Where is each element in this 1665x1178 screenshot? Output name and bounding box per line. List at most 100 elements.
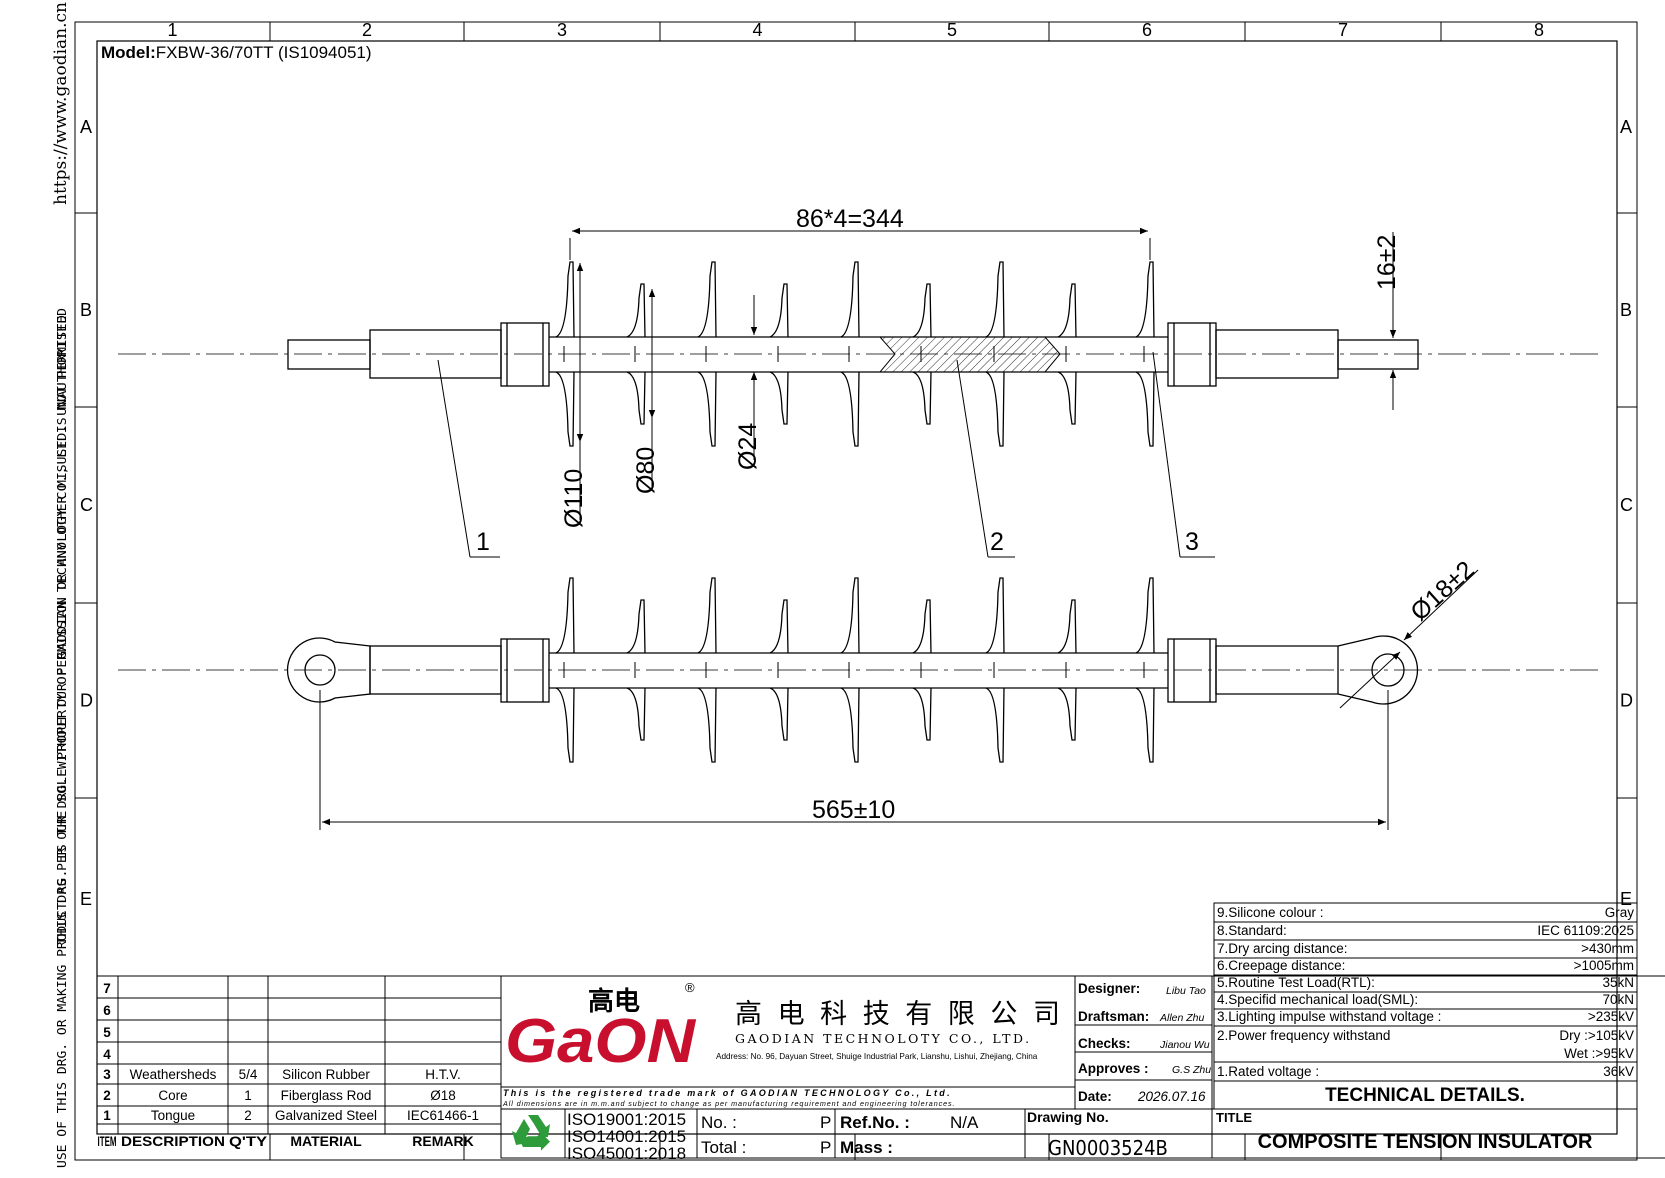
checks-name: Jianou Wu [1159, 1039, 1210, 1051]
shed-large-top-3 [840, 261, 860, 447]
model-title: Model:FXBW-36/70TT (IS1094051) [101, 43, 372, 62]
bom-row-2-item: 2 [103, 1088, 111, 1103]
side-notice: https://www.gaodian.cn THIS DRG. IS THE … [51, 2, 71, 1168]
draftsman-label: Draftsman: [1078, 1009, 1149, 1024]
tech-9-label: 9.Silicone colour : [1217, 905, 1324, 920]
dims-bottom [319, 569, 1479, 830]
shed-large-top-1 [555, 261, 575, 447]
dims-top [437, 227, 1397, 558]
total-label: Total : [701, 1138, 746, 1157]
bom-row-2-qty: 1 [244, 1088, 252, 1103]
row-label-right-E: E [1620, 889, 1632, 909]
iso-3: ISO45001:2018 [567, 1144, 686, 1163]
logo-cn: 高电 [588, 986, 640, 1016]
row-label-right-C: C [1620, 495, 1633, 515]
dimension-note: All dimensions are in m.m.and subject to… [502, 1099, 955, 1108]
dim-texts-top: 86*4=344 Ø110 Ø80 Ø24 16±2 1 2 3 [476, 205, 1401, 556]
row-label-right-B: B [1620, 300, 1632, 320]
bom-row-2-material: Fiberglass Rod [281, 1088, 372, 1103]
shed-small-top-2 [769, 283, 789, 425]
company-name: 高 电 科 技 有 限 公 司 GAODIAN TECHNOLOTY CO., … [502, 999, 1060, 1108]
shed-large-bottom-5 [1135, 577, 1155, 763]
date-label: Date: [1078, 1089, 1112, 1104]
left-crimp [500, 322, 550, 387]
dim-hole: Ø18±2 [1405, 556, 1479, 627]
tech-3-value: >235kV [1588, 1009, 1634, 1024]
row-label-left-C: C [80, 495, 93, 515]
iso-1: ISO19001:2015 [567, 1110, 686, 1129]
dim-16: 16±2 [1373, 235, 1401, 290]
bom-row-1-remark: IEC61466-1 [407, 1108, 479, 1123]
shed-large-top-5 [1135, 261, 1155, 447]
shed-small-top-1 [626, 283, 646, 425]
insulator-top-view [118, 322, 1600, 387]
dim-110: Ø110 [560, 469, 588, 528]
tech-7-value: >430mm [1581, 941, 1634, 956]
tech-6-label: 6.Creepage distance: [1217, 958, 1345, 973]
company-name-cn: 高 电 科 技 有 限 公 司 [735, 999, 1060, 1030]
row-label-left-E: E [80, 889, 92, 909]
tech-1-value: 36kV [1603, 1064, 1634, 1079]
bom-row-3-desc: Weathersheds [130, 1067, 217, 1082]
company-name-en: GAODIAN TECHNOLOTY CO., LTD. [735, 1031, 1032, 1046]
col-label-4: 4 [752, 20, 762, 40]
bom-row-1-material: Galvanized Steel [275, 1108, 377, 1123]
left-eye [286, 637, 371, 703]
bom-empty-row-6: 6 [103, 1003, 111, 1018]
tech-4-label: 4.Specifid mechanical load(SML): [1217, 992, 1418, 1007]
balloon-1: 1 [476, 528, 490, 556]
tech-2-value2: Wet :>95kV [1564, 1046, 1634, 1061]
side-notice-2: USE OF THIS DRG. OR MAKING PRODUCT AS PE… [54, 308, 69, 1168]
dim-shed-spacing: 86*4=344 [796, 205, 904, 233]
col-label-2: 2 [362, 20, 372, 40]
tech-6-value: >1005mm [1574, 958, 1634, 973]
shed-small-top-3 [912, 283, 932, 425]
bom-header-qty: Q'TY [229, 1133, 268, 1149]
ref-label: Ref.No. : [840, 1113, 910, 1132]
right-crimp-b [1167, 638, 1217, 703]
col-label-5: 5 [947, 20, 957, 40]
shed-large-bottom-1 [555, 577, 575, 763]
bom-row-3-qty: 5/4 [239, 1067, 258, 1082]
drawing-title: COMPOSITE TENSION INSULATOR [1258, 1131, 1593, 1153]
left-crimp-b [500, 638, 550, 703]
col-label-3: 3 [557, 20, 567, 40]
sheds-bottom [555, 577, 1155, 763]
tech-heading: TECHNICAL DETAILS. [1325, 1085, 1525, 1106]
tech-4-value: 70kN [1602, 992, 1634, 1007]
tech-5-value: 35kN [1602, 975, 1634, 990]
bom-header-material: MATERIAL [290, 1133, 362, 1149]
bom-row-3-item: 3 [103, 1067, 111, 1082]
bom-row-3-remark: H.T.V. [425, 1067, 461, 1082]
tech-8-label: 8.Standard: [1217, 923, 1287, 938]
tech-5-label: 5.Routine Test Load(RTL): [1217, 975, 1375, 990]
bom-empty-row-4: 4 [103, 1047, 111, 1062]
tech-table [1213, 902, 1638, 1110]
iso-2: ISO14001:2015 [567, 1127, 686, 1146]
right-eye-hole [1371, 653, 1405, 687]
dim-overall-length: 565±10 [812, 796, 895, 824]
zone-grid [75, 22, 1637, 1160]
row-label-left-B: B [80, 300, 92, 320]
row-label-right-A: A [1620, 117, 1632, 137]
shed-large-bottom-2 [697, 577, 717, 763]
recycle-icon [512, 1115, 550, 1151]
tech-7-label: 7.Dry arcing distance: [1217, 941, 1348, 956]
tech-text: 9.Silicone colour : Gray 8.Standard: IEC… [1216, 905, 1634, 1153]
balloon-2: 2 [990, 528, 1004, 556]
tech-1-label: 1.Rated voltage : [1217, 1064, 1319, 1079]
right-crimp [1167, 322, 1217, 387]
designer-name: Libu Tao [1166, 985, 1206, 997]
tech-2-label: 2.Power frequency withstand [1217, 1028, 1390, 1043]
bom-row-1-desc: Tongue [151, 1108, 195, 1123]
shed-small-top-4 [1057, 283, 1077, 425]
ref-value: N/A [950, 1113, 979, 1132]
insulator-bottom-view [118, 635, 1600, 705]
shed-small-bottom-4 [1057, 599, 1077, 741]
title-label: TITLE [1216, 1110, 1252, 1125]
left-tongue-rod [287, 339, 371, 370]
approves-label: Approves : [1078, 1061, 1149, 1076]
balloon-3: 3 [1185, 528, 1199, 556]
row-label-left-D: D [80, 691, 93, 711]
